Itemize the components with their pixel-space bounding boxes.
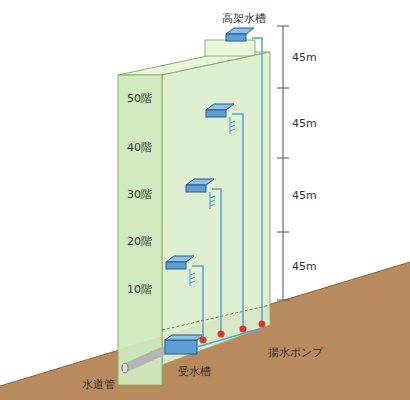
floor-label: 20階 [127,235,152,248]
tank-label: 受水槽 [178,365,211,378]
tank-top [186,179,214,185]
dimension-tick [277,26,289,27]
dimension-tick [277,300,289,301]
dimension-tick [277,88,289,89]
supply-pipe [209,192,210,209]
water-tank [226,34,246,41]
pump [200,337,207,344]
pump-label: 揚水ポンプ [268,346,323,359]
receiving-tank-top [165,335,204,340]
dimension-label: 45m [292,117,317,130]
floor-label: 30階 [127,188,152,201]
riser-pipe [212,189,221,334]
riser-pipe [252,38,262,324]
water-tank [186,185,206,192]
dimension-label: 45m [292,51,317,64]
dimension-label: 45m [292,260,317,273]
branch-pipe [190,277,195,279]
dimension-line [283,26,284,300]
branch-pipe [230,129,235,131]
water-main [125,351,163,368]
building-front [118,75,162,385]
supply-pipe [229,117,230,134]
branch-pipe [190,281,195,283]
branch-pipe [210,196,215,198]
suction-pipe [197,328,262,347]
receiving-tank [165,340,197,354]
branch-pipe [210,200,215,202]
branch-pipe [210,204,215,206]
branch-pipe [190,273,195,275]
building-section [162,52,270,365]
water-tank [206,110,226,117]
water-tank [166,262,186,269]
dimension-tick [277,232,289,233]
floor-label: 50階 [127,92,152,105]
floor-label: 10階 [127,283,152,296]
floor-label: 40階 [127,141,152,154]
tank-group [166,28,254,286]
basement-line [162,305,270,330]
dimension-label: 45m [292,189,317,202]
pump [259,321,266,328]
rooftop-structure [205,40,255,56]
pipe-label: 水道管 [82,378,115,391]
water-main-end [122,363,128,373]
pump [240,326,247,333]
tank-top [206,104,234,110]
supply-pipe [189,269,190,286]
tank-top [226,28,254,34]
branch-pipe [230,121,235,123]
branch-pipe [230,125,235,127]
tank-label: 高架水槽 [222,12,266,25]
tank-top [166,256,194,262]
riser-pipe [232,114,243,329]
pump [218,331,225,338]
dimension-tick [277,158,289,159]
